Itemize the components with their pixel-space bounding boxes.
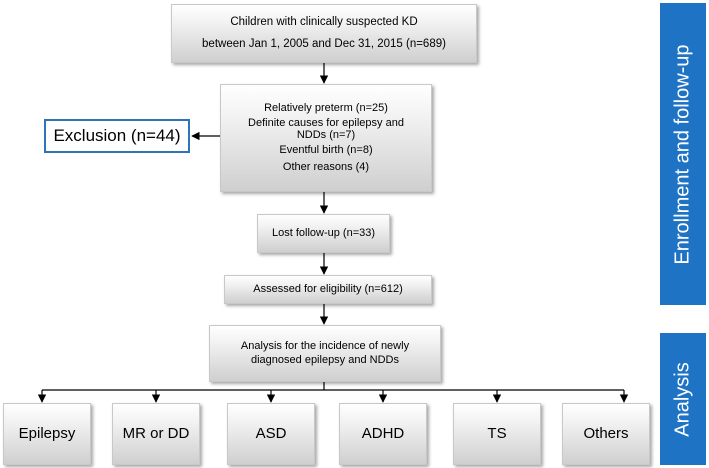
outcome-adhd-label: ADHD bbox=[361, 424, 405, 442]
lost-followup-label: Lost follow-up (n=33) bbox=[271, 226, 376, 239]
enrollment-line-1: Children with clinically suspected KD bbox=[230, 15, 418, 28]
exclusion-reason-preterm: Relatively preterm (n=25) bbox=[264, 101, 388, 114]
exclusion-total-box: Exclusion (n=44) bbox=[44, 119, 190, 153]
lost-followup-box: Lost follow-up (n=33) bbox=[257, 214, 390, 253]
outcome-epilepsy-label: Epilepsy bbox=[18, 424, 76, 442]
sidebar-analysis: Analysis bbox=[660, 333, 706, 465]
outcome-mr-dd: MR or DD bbox=[112, 403, 200, 465]
analysis-line-1: Analysis for the incidence of newly bbox=[240, 339, 410, 352]
enrollment-line-2: between Jan 1, 2005 and Dec 31, 2015 (n=… bbox=[202, 37, 446, 50]
analysis-box: Analysis for the incidence of newly diag… bbox=[209, 325, 441, 382]
exclusion-reason-eventful-birth: Eventful birth (n=8) bbox=[279, 144, 373, 157]
assessed-label: Assessed for eligibility (n=612) bbox=[253, 282, 403, 295]
exclusion-reasons-box: Relatively preterm (n=25) Definite cause… bbox=[220, 84, 432, 192]
outcome-others: Others bbox=[562, 403, 650, 465]
outcome-adhd: ADHD bbox=[339, 403, 427, 465]
outcome-mr-dd-label: MR or DD bbox=[122, 424, 190, 442]
exclusion-reason-other: Other reasons (4) bbox=[282, 161, 370, 174]
exclusion-total-label: Exclusion (n=44) bbox=[53, 126, 181, 145]
analysis-line-2: diagnosed epilepsy and NDDs bbox=[251, 353, 399, 366]
outcome-asd: ASD bbox=[227, 403, 315, 465]
outcome-ts-label: TS bbox=[487, 424, 507, 442]
sidebar-enrollment: Enrollment and follow-up bbox=[660, 3, 706, 305]
exclusion-reason-definite-causes: Definite causes for epilepsy and bbox=[248, 116, 404, 129]
outcome-asd-label: ASD bbox=[255, 424, 287, 442]
outcome-epilepsy: Epilepsy bbox=[3, 403, 91, 465]
exclusion-reason-definite-causes-cont: NDDs (n=7) bbox=[296, 129, 356, 142]
sidebar-analysis-label: Analysis bbox=[671, 361, 694, 437]
sidebar-enrollment-label: Enrollment and follow-up bbox=[671, 43, 694, 265]
outcome-ts: TS bbox=[453, 403, 541, 465]
outcome-others-label: Others bbox=[583, 424, 629, 442]
assessed-box: Assessed for eligibility (n=612) bbox=[224, 275, 432, 304]
enrollment-box: Children with clinically suspected KD be… bbox=[171, 4, 477, 63]
